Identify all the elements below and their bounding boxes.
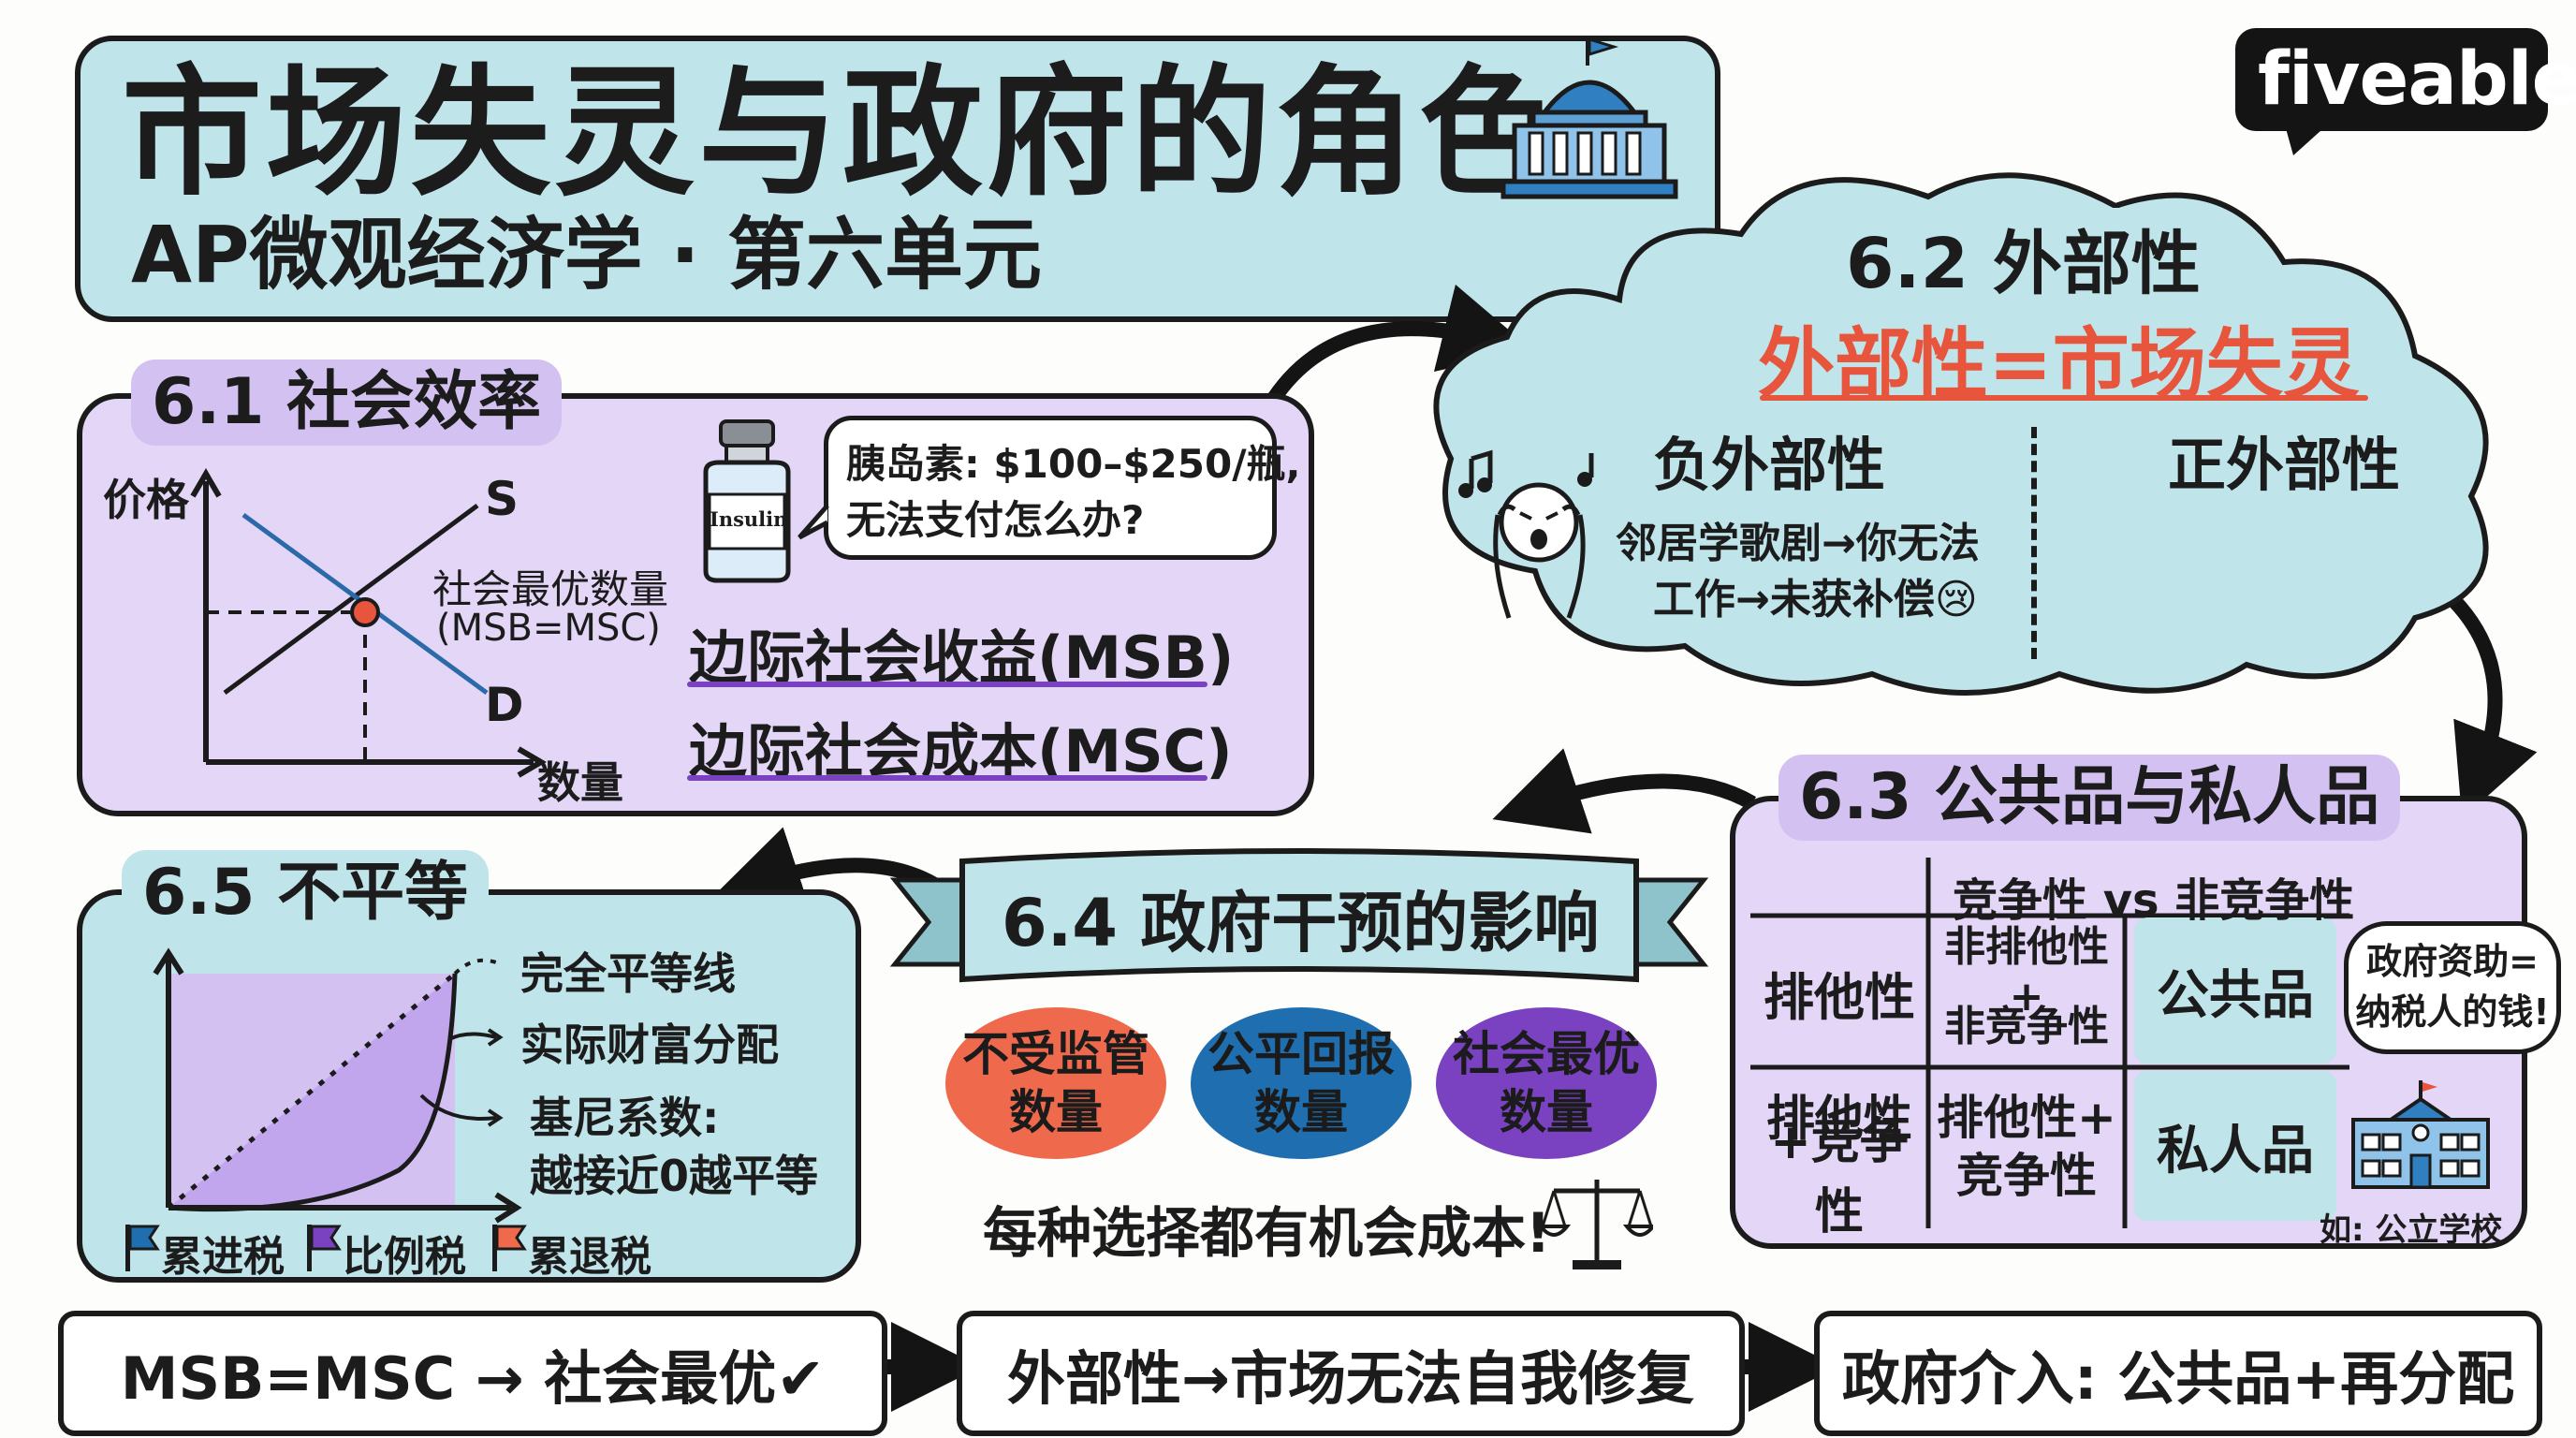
public-school-example: 如: 公立学校 bbox=[2320, 1211, 2503, 1249]
section-6-1-tab: 6.1 社会效率 bbox=[131, 360, 563, 446]
supply-demand-graph bbox=[190, 468, 547, 778]
goods-matrix-grid bbox=[1750, 858, 2349, 1228]
actual-distribution-label: 实际财富分配 bbox=[520, 1020, 779, 1070]
negative-example-line-1: 邻居学歌剧→你无法 bbox=[1616, 520, 1980, 567]
logo-tail-icon bbox=[2284, 122, 2331, 155]
positive-externality-heading: 正外部性 bbox=[2168, 431, 2401, 499]
msb-label: 边际社会收益(MSB) bbox=[689, 624, 1235, 692]
header-card bbox=[75, 36, 1720, 322]
public-good-cell-bg bbox=[2134, 917, 2336, 1064]
insulin-question-1: 胰岛素: $100–$250/瓶, bbox=[846, 441, 1301, 487]
gini-label-line-2: 越接近0越平等 bbox=[530, 1151, 819, 1201]
quantity-axis-label: 数量 bbox=[537, 757, 623, 808]
row1-cell-line1: 非排他性+ bbox=[1944, 922, 2109, 1020]
perfect-equality-line bbox=[167, 972, 457, 1210]
negative-example-line-2: 工作→未获补偿😢 bbox=[1653, 576, 1978, 624]
speech-bubble-tail-icon bbox=[798, 506, 829, 540]
socially-optimal-quantity-oval: 社会最优数量 bbox=[1436, 1007, 1657, 1159]
section-6-4-title: 6.4 政府干预的影响 bbox=[1002, 885, 1600, 961]
equilibrium-point bbox=[350, 597, 380, 627]
section-6-2-title: 6.2 外部性 bbox=[1831, 208, 2216, 308]
section-6-5-tab: 6.5 不平等 bbox=[122, 850, 490, 936]
arrow-6-1-to-6-2 bbox=[1259, 284, 1532, 416]
oval-2-line-1: 公平回报 bbox=[1208, 1027, 1395, 1081]
insulin-speech-bubble bbox=[824, 416, 1277, 560]
funding-line-1: 政府资助= bbox=[2366, 941, 2539, 982]
lorenz-curve-graph bbox=[153, 947, 522, 1224]
negative-externality-heading: 负外部性 bbox=[1653, 431, 1886, 499]
private-good-label: 私人品 bbox=[2157, 1120, 2314, 1181]
fiveable-logo[interactable] bbox=[2235, 28, 2548, 131]
unregulated-quantity-oval: 不受监管数量 bbox=[945, 1007, 1166, 1159]
perfect-equality-label: 完全平等线 bbox=[520, 948, 736, 999]
page-title: 市场失灵与政府的角色 bbox=[122, 52, 1564, 215]
regressive-tax-label: 累退税 bbox=[528, 1233, 651, 1281]
insulin-bottle-icon bbox=[703, 419, 791, 583]
public-school-icon bbox=[2351, 1080, 2490, 1189]
msb-underline bbox=[687, 682, 1208, 687]
msc-label: 边际社会成本(MSC) bbox=[689, 717, 1233, 785]
externality-headline: 外部性=市场失灵 bbox=[1758, 320, 2360, 409]
insulin-label: Insulin bbox=[710, 507, 788, 531]
row2-cell-line2: 竞争性 bbox=[1956, 1149, 2097, 1203]
proportional-tax-flag-icon bbox=[307, 1225, 342, 1271]
private-good-cell-bg bbox=[2134, 1071, 2336, 1221]
summary-box-3: 政府介入: 公共品+再分配 bbox=[1814, 1311, 2542, 1436]
arrow-6-3-to-6-4 bbox=[1492, 748, 1757, 834]
progressive-tax-flag-icon bbox=[125, 1225, 160, 1271]
row2-label-line1: 排他性 bbox=[1765, 1091, 1912, 1148]
opportunity-cost-note: 每种选择都有机会成本! bbox=[983, 1201, 1551, 1265]
externality-divider bbox=[2031, 427, 2037, 659]
fair-return-quantity-oval: 公平回报数量 bbox=[1191, 1007, 1412, 1159]
oval-1-line-1: 不受监管 bbox=[962, 1027, 1149, 1081]
row2-cell-line1: 排他性+ bbox=[1937, 1091, 2116, 1145]
section-6-3-tab: 6.3 公共品与私人品 bbox=[1778, 755, 2401, 841]
headline-underline bbox=[1760, 395, 2368, 401]
supply-curve bbox=[223, 503, 479, 696]
regressive-tax-flag-icon bbox=[492, 1225, 527, 1271]
oval-3-line-2: 数量 bbox=[1500, 1085, 1593, 1139]
supply-label: S bbox=[485, 472, 520, 526]
public-good-label: 公共品 bbox=[2157, 964, 2314, 1026]
logo-text: fiveable bbox=[2258, 37, 2576, 122]
rivalry-column-header: 竞争性 vs 非竞争性 bbox=[1953, 874, 2355, 927]
row1-cell-line2: 非竞争性 bbox=[1944, 1003, 2109, 1050]
msc-underline bbox=[687, 775, 1208, 781]
lorenz-curve bbox=[168, 973, 458, 1212]
section-6-2-cloud bbox=[1433, 172, 2489, 696]
oval-2-line-2: 数量 bbox=[1254, 1085, 1348, 1139]
annoyed-person-icon bbox=[1458, 449, 1594, 619]
proportional-tax-label: 比例税 bbox=[343, 1233, 466, 1281]
oval-3-line-1: 社会最优 bbox=[1453, 1027, 1640, 1081]
government-building-icon bbox=[1500, 37, 1678, 199]
equilibrium-label: 社会最优数量 bbox=[432, 566, 669, 612]
equilibrium-sub-label: (MSB=MSC) bbox=[436, 607, 661, 650]
funding-speech-bubble bbox=[2344, 921, 2561, 1054]
scales-icon bbox=[1541, 1180, 1653, 1269]
summary-box-1: MSB=MSC → 社会最优✔ bbox=[58, 1311, 887, 1436]
row1-label: 排他性 bbox=[1764, 967, 1915, 1027]
row2-label-line2: +竞争性 bbox=[1750, 1114, 1928, 1240]
price-axis-label: 价格 bbox=[103, 475, 189, 525]
demand-label: D bbox=[485, 678, 524, 732]
funding-line-2: 纳税人的钱! bbox=[2355, 991, 2550, 1033]
gini-label-line-1: 基尼系数: bbox=[530, 1093, 720, 1143]
insulin-question-2: 无法支付怎么办? bbox=[846, 497, 1145, 543]
page-subtitle: AP微观经济学 · 第六单元 bbox=[131, 209, 1042, 301]
oval-1-line-2: 数量 bbox=[1009, 1085, 1103, 1139]
section-6-4-banner bbox=[889, 848, 1709, 983]
progressive-tax-label: 累进税 bbox=[161, 1233, 285, 1281]
summary-box-2: 外部性→市场无法自我修复 bbox=[957, 1311, 1745, 1436]
